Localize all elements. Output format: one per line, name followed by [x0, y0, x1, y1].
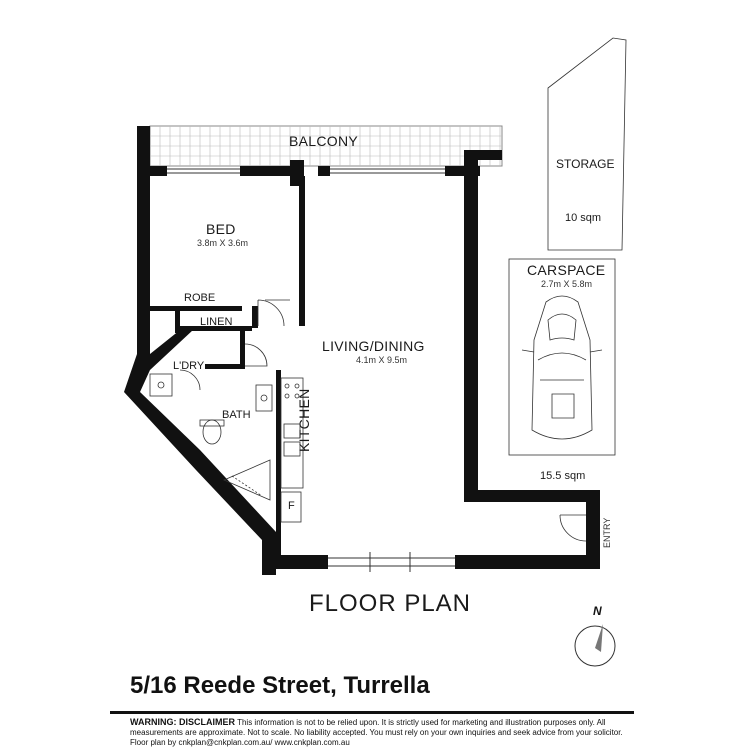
bed-label: BED [206, 221, 236, 237]
disclaimer-divider [110, 711, 634, 714]
disclaimer: WARNING: DISCLAIMER This information is … [130, 717, 630, 749]
balcony-label: BALCONY [289, 133, 359, 149]
laundry-label: L'DRY [173, 360, 205, 372]
north-letter: N [593, 604, 602, 618]
storage-outline [547, 37, 627, 251]
laundry-fixtures [149, 373, 173, 397]
living-dining-label: LIVING/DINING [322, 338, 425, 354]
walls [124, 126, 600, 575]
carspace-outline [508, 258, 616, 456]
bath-fixtures [199, 384, 273, 501]
property-address: 5/16 Reede Street, Turrella [130, 672, 430, 699]
kitchen-label: KITCHEN [296, 388, 312, 452]
bed-dimensions: 3.8m X 3.6m [197, 238, 249, 248]
linen-label: LINEN [200, 316, 233, 328]
disclaimer-heading: WARNING: DISCLAIMER [130, 717, 235, 727]
bath-label: BATH [222, 409, 251, 421]
living-dining-dimensions: 4.1m X 9.5m [356, 355, 408, 365]
door-swings [179, 299, 587, 542]
robe-label: ROBE [184, 292, 216, 304]
storage-label: STORAGE [556, 157, 615, 171]
bottom-window [328, 552, 455, 572]
disclaimer-text: This information is not to be relied upo… [130, 718, 623, 748]
carspace-label: CARSPACE [527, 262, 606, 278]
car-icon [521, 295, 603, 440]
kitchen-fixtures [280, 377, 304, 523]
fridge-label: F [288, 500, 295, 512]
storage-area: 10 sqm [565, 212, 602, 224]
carspace-area: 15.5 sqm [540, 470, 586, 482]
entry-label: ENTRY [602, 517, 612, 548]
carspace-dimensions: 2.7m X 5.8m [541, 279, 593, 289]
balcony-doors [167, 168, 445, 174]
north-arrow-icon [574, 624, 616, 667]
floor-plan-title: FLOOR PLAN [308, 590, 472, 617]
